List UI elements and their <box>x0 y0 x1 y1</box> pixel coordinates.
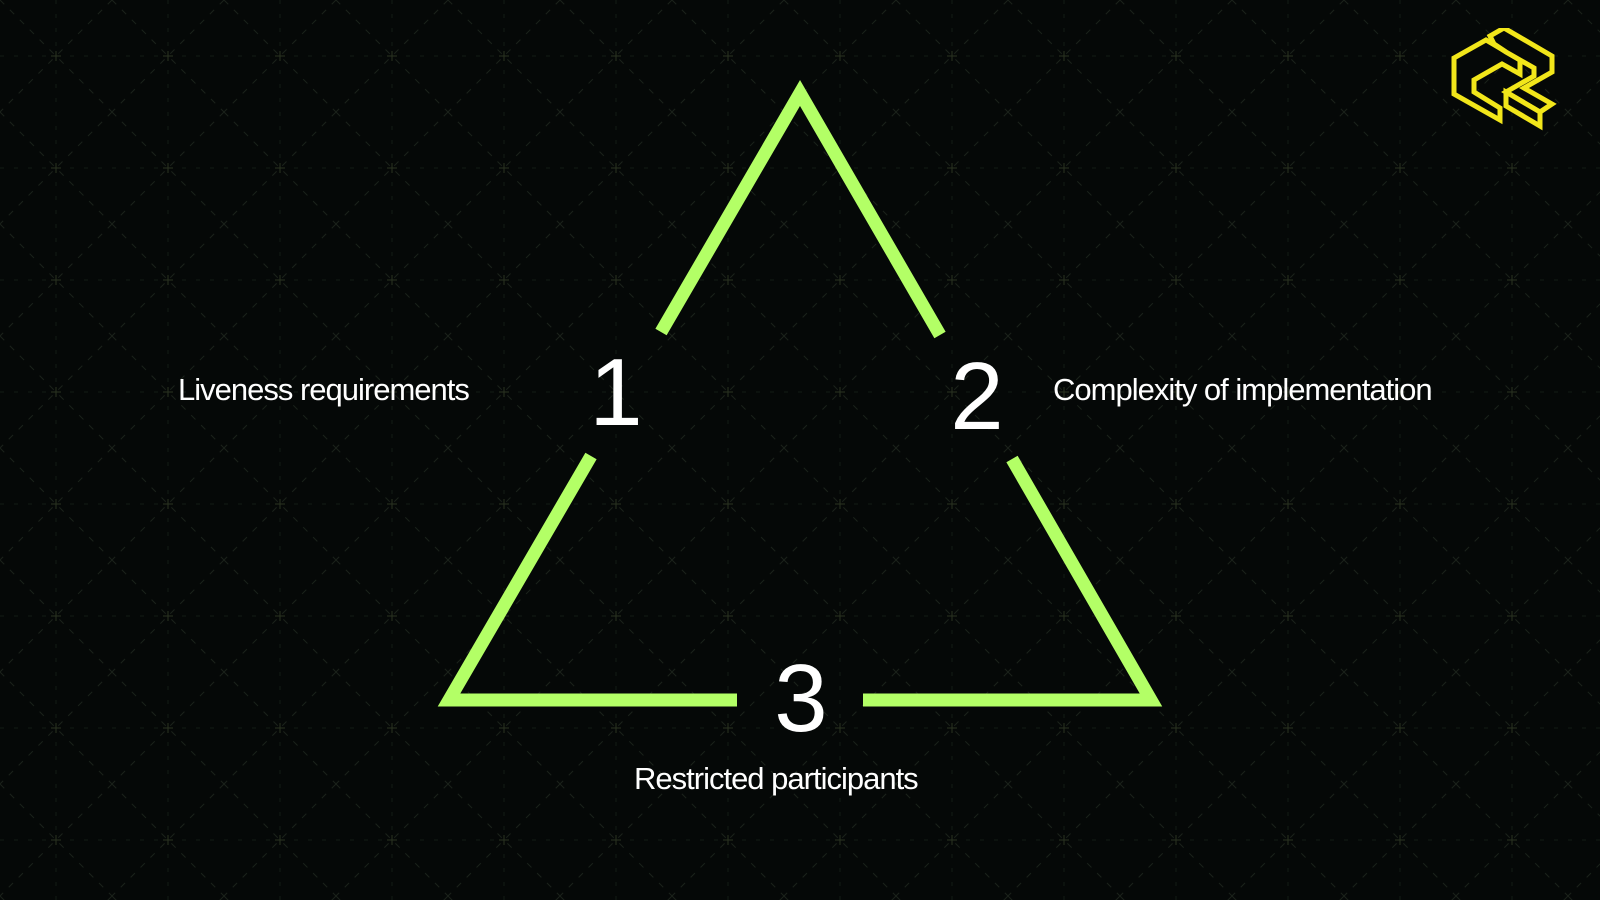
vertex-number-3: 3 <box>774 645 827 752</box>
vertex-label-liveness: Liveness requirements <box>178 372 470 407</box>
vertex-label-restricted: Restricted participants <box>634 761 919 796</box>
isometric-logo-icon <box>1451 28 1557 131</box>
vertex-number-1: 1 <box>589 339 642 446</box>
triangle-bottom-right-edge <box>863 455 1163 707</box>
triangle-left-upper-edge <box>655 80 946 339</box>
vertex-label-complexity: Complexity of implementation <box>1053 372 1433 407</box>
triangle-bottom-left-edge <box>437 452 737 707</box>
vertex-number-2: 2 <box>950 343 1003 450</box>
